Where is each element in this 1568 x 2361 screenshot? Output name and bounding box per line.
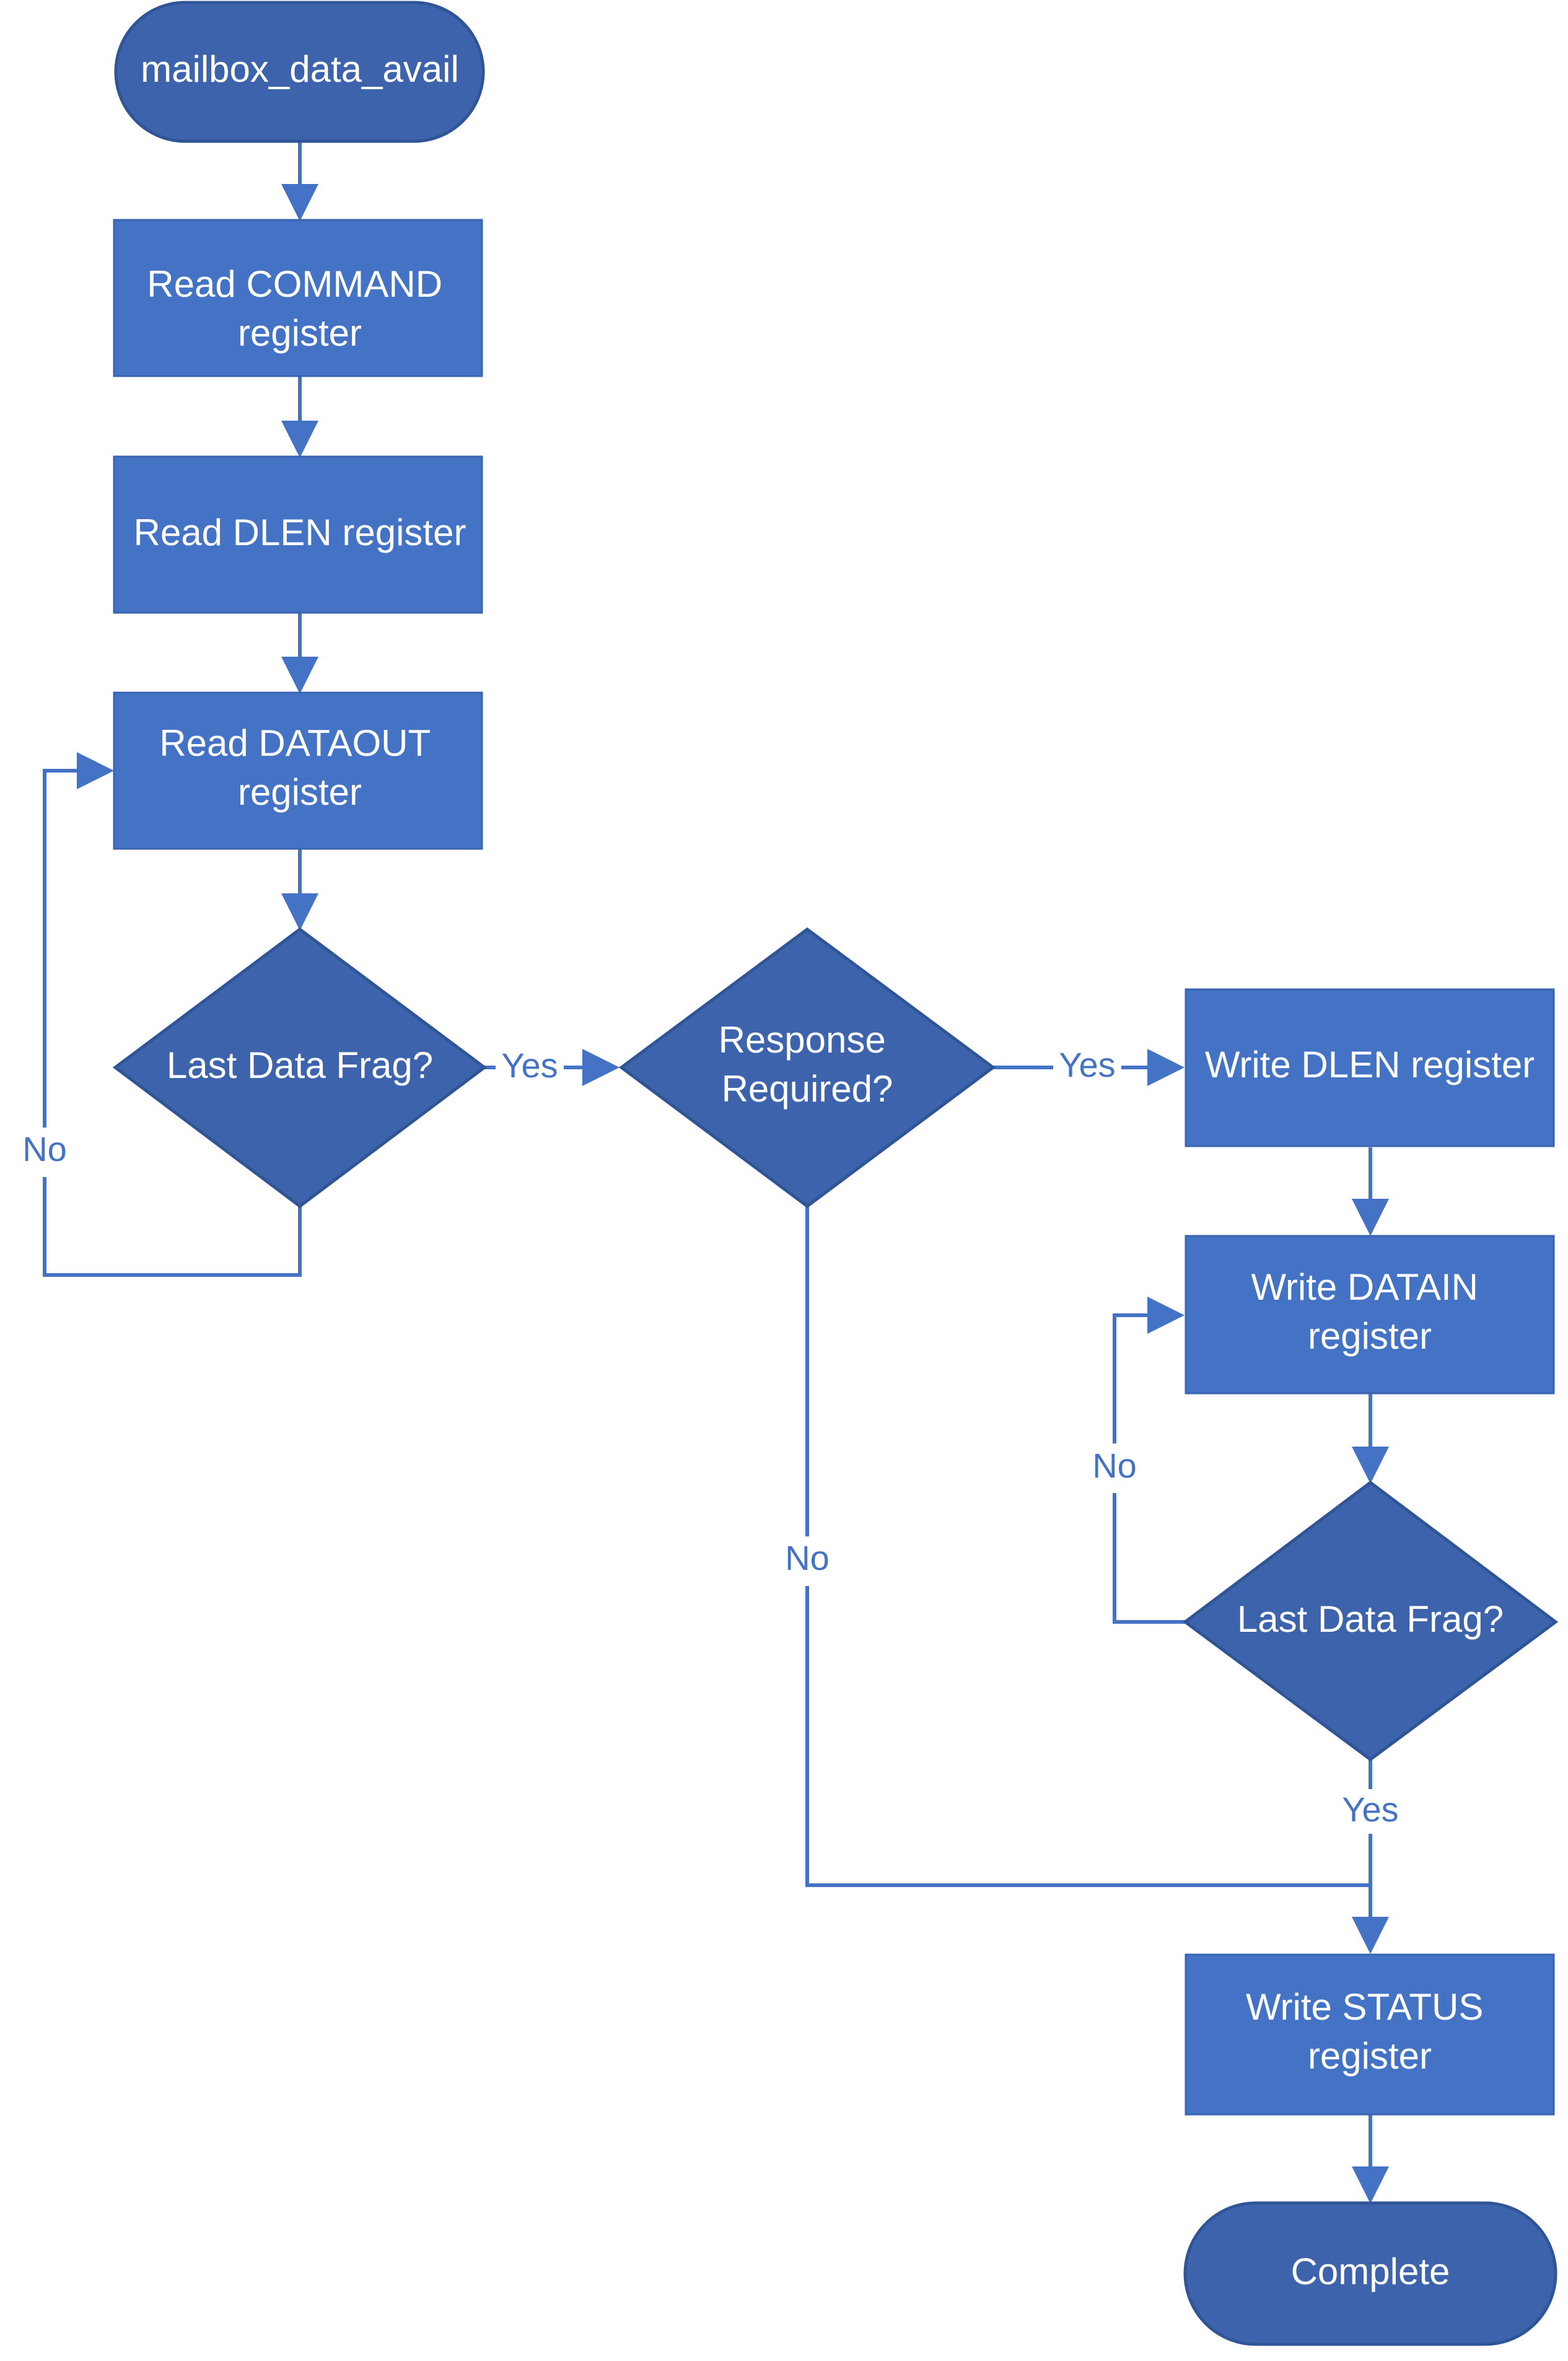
write-datain-label: Write DATAIN register [1251, 1256, 1488, 1357]
label-frag1-yes: Yes [501, 1046, 558, 1085]
label-frag2-no: No [1092, 1446, 1137, 1485]
read-dlen-label: Read DLEN register [134, 512, 466, 553]
complete-terminator: Complete [1183, 2201, 1557, 2346]
start-label: mailbox_data_avail [141, 48, 459, 90]
read-command-label: Read COMMAND register [147, 253, 452, 354]
nodes: mailbox_data_avail Read COMMAND register… [112, 1, 1559, 2346]
read-dataout-line-2: register [238, 771, 362, 813]
loop-last-frag-1-no [43, 752, 302, 1277]
response-required-label: Response Required? [719, 1009, 896, 1110]
response-required-line-1: Response [719, 1019, 886, 1061]
last-frag-1-label: Last Data Frag? [167, 1045, 433, 1086]
label-frag1-no: No [22, 1129, 67, 1168]
response-required-line-2: Required? [722, 1068, 893, 1110]
write-status-line-2: register [1308, 2035, 1432, 2077]
process-read-dlen: Read DLEN register [113, 455, 483, 614]
write-datain-line-2: register [1308, 1315, 1432, 1357]
connectors [43, 141, 1389, 2204]
write-status-label: Write STATUS register [1246, 1976, 1494, 2077]
label-response-yes: Yes [1059, 1045, 1115, 1084]
read-dataout-line-1: Read DATAOUT [159, 722, 430, 764]
complete-label: Complete [1291, 2251, 1450, 2292]
process-write-datain: Write DATAIN register [1185, 1235, 1555, 1395]
label-response-no: No [785, 1538, 830, 1577]
process-read-dataout: Read DATAOUT register [113, 691, 483, 850]
read-command-line-1: Read COMMAND [147, 263, 442, 305]
process-write-status: Write STATUS register [1185, 1953, 1555, 2116]
decision-response-required: Response Required? [618, 927, 996, 1209]
read-dataout-label: Read DATAOUT register [159, 712, 440, 813]
process-write-dlen: Write DLEN register [1185, 988, 1555, 1147]
write-status-line-1: Write STATUS [1246, 1986, 1483, 2028]
write-datain-line-1: Write DATAIN [1251, 1266, 1478, 1308]
decision-last-frag-1: Last Data Frag? [112, 927, 488, 1209]
edge-labels: No Yes Yes No No Yes [15, 1045, 1404, 1834]
decision-last-frag-2: Last Data Frag? [1182, 1480, 1559, 1762]
start-terminator: mailbox_data_avail [114, 1, 485, 143]
path-response-no [805, 1206, 1370, 1887]
label-frag2-yes: Yes [1342, 1790, 1398, 1829]
write-dlen-label: Write DLEN register [1205, 1044, 1535, 1085]
last-frag-2-label: Last Data Frag? [1237, 1598, 1504, 1640]
read-command-line-2: register [238, 312, 362, 354]
process-read-command: Read COMMAND register [113, 219, 483, 377]
